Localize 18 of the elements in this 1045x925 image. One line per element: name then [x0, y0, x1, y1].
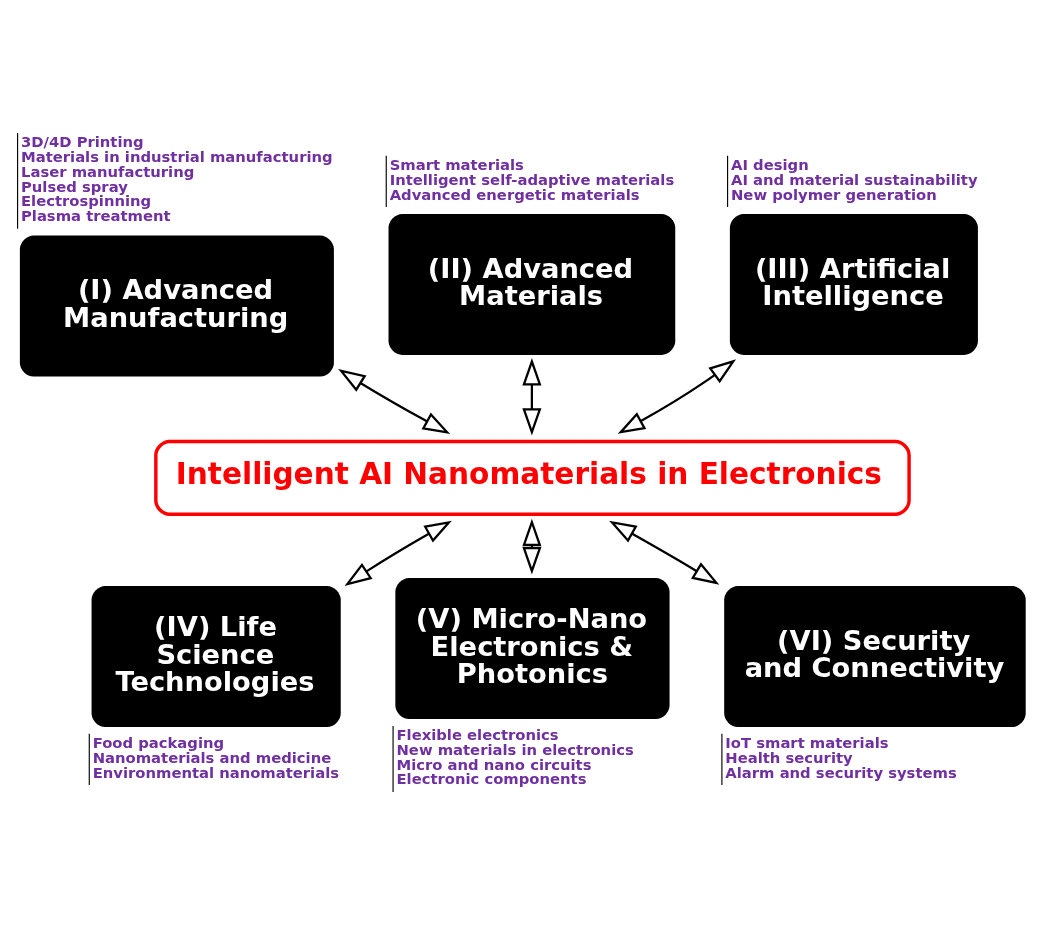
arrow	[338, 369, 451, 434]
arrow	[609, 520, 720, 585]
arrow	[344, 520, 452, 586]
node-label: Smart materials	[389, 155, 524, 173]
node-label: Health security	[725, 748, 853, 766]
node-label: AI design	[731, 155, 809, 173]
node-label: 3D/4D Printing	[21, 133, 144, 151]
node-label: IoT smart materials	[725, 733, 889, 751]
node-label: Micro and nano circuits	[396, 755, 592, 773]
arrow	[617, 359, 737, 434]
node-label: Pulsed spray	[21, 177, 128, 195]
node-label: Intelligent self-adaptive materials	[389, 170, 675, 188]
node-label: New polymer generation	[731, 185, 937, 203]
node-label: Laser manufacturing	[21, 162, 195, 180]
node-label: Environmental nanomaterials	[92, 763, 340, 781]
arrow	[522, 518, 542, 575]
node-label: Electronic components	[396, 770, 587, 788]
arrow	[522, 358, 542, 436]
